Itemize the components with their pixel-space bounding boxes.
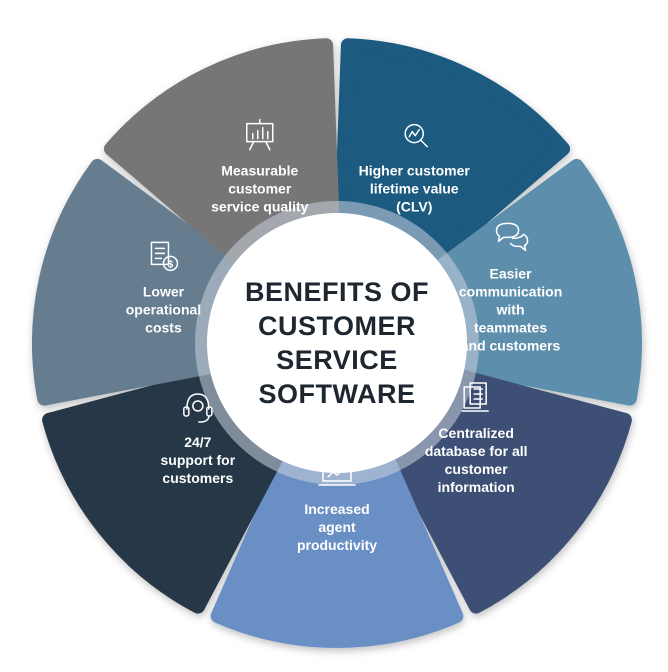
center-title-line: SERVICE <box>276 345 398 375</box>
segment-label-clv: lifetime value <box>370 181 459 197</box>
segment-label-communication: and customers <box>461 337 561 353</box>
segment-label-communication: communication <box>459 283 562 299</box>
segment-label-support: customers <box>162 470 233 486</box>
segment-label-database: customer <box>445 461 509 477</box>
segment-label-clv: Higher customer <box>359 163 471 179</box>
center-title-line: SOFTWARE <box>259 379 416 409</box>
segment-label-costs: costs <box>145 319 182 335</box>
segment-label-clv: (CLV) <box>396 199 432 215</box>
center-title-line: BENEFITS OF <box>245 277 429 307</box>
segment-label-productivity: productivity <box>297 537 377 553</box>
segment-label-communication: teammates <box>474 319 547 335</box>
segment-label-communication: Easier <box>490 265 533 281</box>
chat-bubbles-icon <box>495 222 529 252</box>
segment-label-database: Centralized <box>438 425 513 441</box>
segment-label-costs: Lower <box>143 283 185 299</box>
segment-label-quality: service quality <box>211 199 308 215</box>
segment-label-support: support for <box>161 452 236 468</box>
magnifier-chart-icon <box>404 123 428 148</box>
headset-icon <box>183 393 213 423</box>
center-title-line: CUSTOMER <box>258 311 416 341</box>
segment-label-communication: with <box>496 301 525 317</box>
segment-label-costs: operational <box>126 301 201 317</box>
invoice-dollar-icon: $ <box>150 241 179 272</box>
segment-label-quality: customer <box>228 181 292 197</box>
segment-label-productivity: Increased <box>304 501 369 517</box>
segments-group <box>32 38 642 648</box>
center-circle <box>207 213 467 473</box>
segment-label-database: database for all <box>425 443 528 459</box>
segment-label-support: 24/7 <box>184 434 211 450</box>
svg-text:$: $ <box>168 259 174 270</box>
presentation-board-icon <box>246 118 274 151</box>
segment-label-quality: Measurable <box>221 163 298 179</box>
laptop-chart-icon <box>318 462 356 486</box>
documents-icon <box>461 382 489 412</box>
segment-label-database: information <box>438 479 515 495</box>
segment-label-productivity: agent <box>318 519 356 535</box>
